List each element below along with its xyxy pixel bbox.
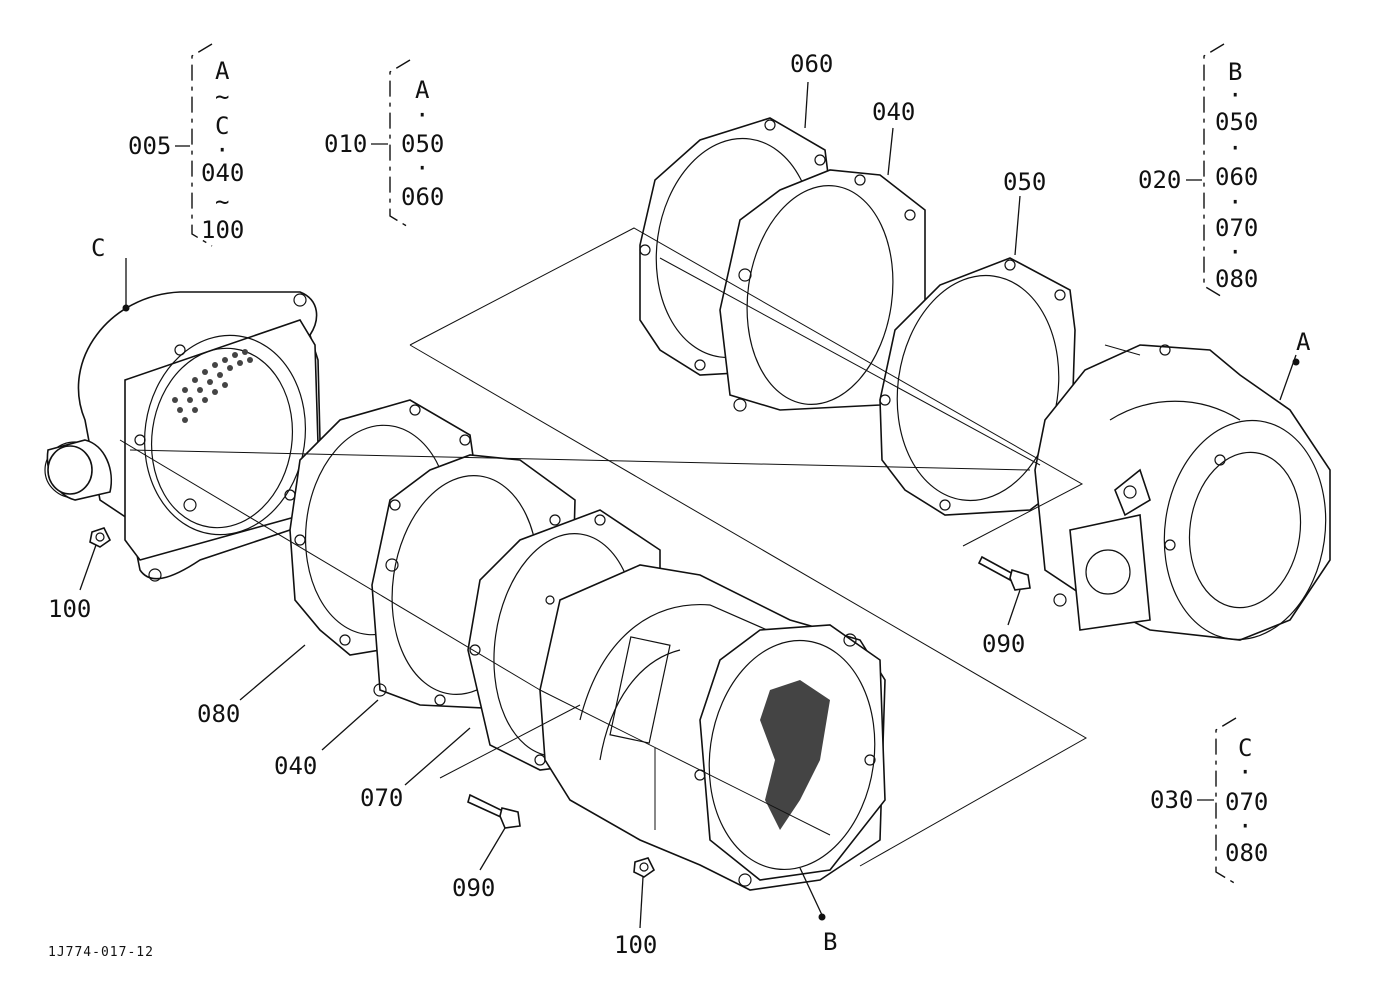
assembly-group-020: 020 B · 050 · 060 · 070 · 080 — [1138, 43, 1258, 299]
filter-canister-part — [539, 564, 886, 891]
group-005-item-0: A — [215, 57, 230, 85]
group-005-item-2: C — [215, 112, 229, 140]
group-020-item-2: 050 — [1215, 108, 1258, 136]
callout-040-top: 040 — [872, 98, 915, 126]
group-010-item-4: 060 — [401, 183, 444, 211]
inlet-housing-part — [44, 291, 323, 582]
drawing-code: 1J774-017-12 — [48, 945, 154, 960]
group-030-item-0: C — [1238, 734, 1252, 762]
group-020-item-0: B — [1228, 58, 1242, 86]
oxidation-canister-part — [1034, 344, 1331, 641]
assembly-group-010: 010 A · 050 · 060 — [324, 59, 444, 229]
group-010-item-1: · — [415, 101, 429, 129]
filter-core-pattern — [760, 680, 830, 830]
nut-100-left-part — [89, 527, 112, 548]
part-callouts: 060 040 050 100 080 040 070 090 090 100 — [48, 50, 1046, 959]
group-030-item-1: · — [1238, 758, 1252, 786]
callout-060-top: 060 — [790, 50, 833, 78]
flange-ring-040-top-part — [719, 169, 926, 412]
assembly-group-030: 030 C · 070 · 080 — [1150, 717, 1268, 885]
callout-070: 070 — [360, 784, 403, 812]
callout-100-bottom: 100 — [614, 931, 657, 959]
group-030-item-4: 080 — [1225, 839, 1268, 867]
group-code-005: 005 — [128, 132, 171, 160]
group-005-item-3: · — [215, 136, 229, 164]
group-020-item-6: 070 — [1215, 214, 1258, 242]
marker-a: A — [1296, 328, 1311, 356]
callout-100-left: 100 — [48, 595, 91, 623]
bolt-090-left-part — [467, 793, 521, 829]
perforation-pattern — [172, 349, 253, 423]
group-020-item-4: 060 — [1215, 163, 1258, 191]
leader-dots — [122, 304, 1300, 921]
marker-c: C — [91, 234, 105, 262]
point-markers: C A B — [91, 234, 1311, 956]
group-010-item-2: 050 — [401, 130, 444, 158]
group-010-item-3: · — [415, 154, 429, 182]
leader-lines — [79, 81, 1297, 929]
group-code-020: 020 — [1138, 166, 1181, 194]
group-code-010: 010 — [324, 130, 367, 158]
callout-050-top: 050 — [1003, 168, 1046, 196]
group-030-item-3: · — [1238, 812, 1252, 840]
group-020-item-1: · — [1228, 81, 1242, 109]
callout-040-mid: 040 — [274, 752, 317, 780]
group-020-item-3: · — [1228, 134, 1242, 162]
group-020-item-8: 080 — [1215, 265, 1258, 293]
group-020-item-7: · — [1228, 238, 1242, 266]
callout-090-right: 090 — [982, 630, 1025, 658]
group-005-item-4: 040 — [201, 159, 244, 187]
assembly-group-005: 005 A ~ C · 040 ~ 100 — [128, 43, 244, 247]
marker-b: B — [823, 928, 837, 956]
callout-090-left: 090 — [452, 874, 495, 902]
group-030-item-2: 070 — [1225, 788, 1268, 816]
alignment-frame-lines — [119, 227, 1088, 867]
bolt-090-right-part — [977, 555, 1031, 591]
group-005-item-5: ~ — [215, 188, 229, 216]
nut-100-bottom-part — [633, 857, 656, 878]
group-005-item-1: ~ — [215, 83, 229, 111]
group-020-item-5: · — [1228, 188, 1242, 216]
group-005-item-6: 100 — [201, 216, 244, 244]
group-code-030: 030 — [1150, 786, 1193, 814]
callout-080: 080 — [197, 700, 240, 728]
group-010-item-0: A — [415, 76, 430, 104]
